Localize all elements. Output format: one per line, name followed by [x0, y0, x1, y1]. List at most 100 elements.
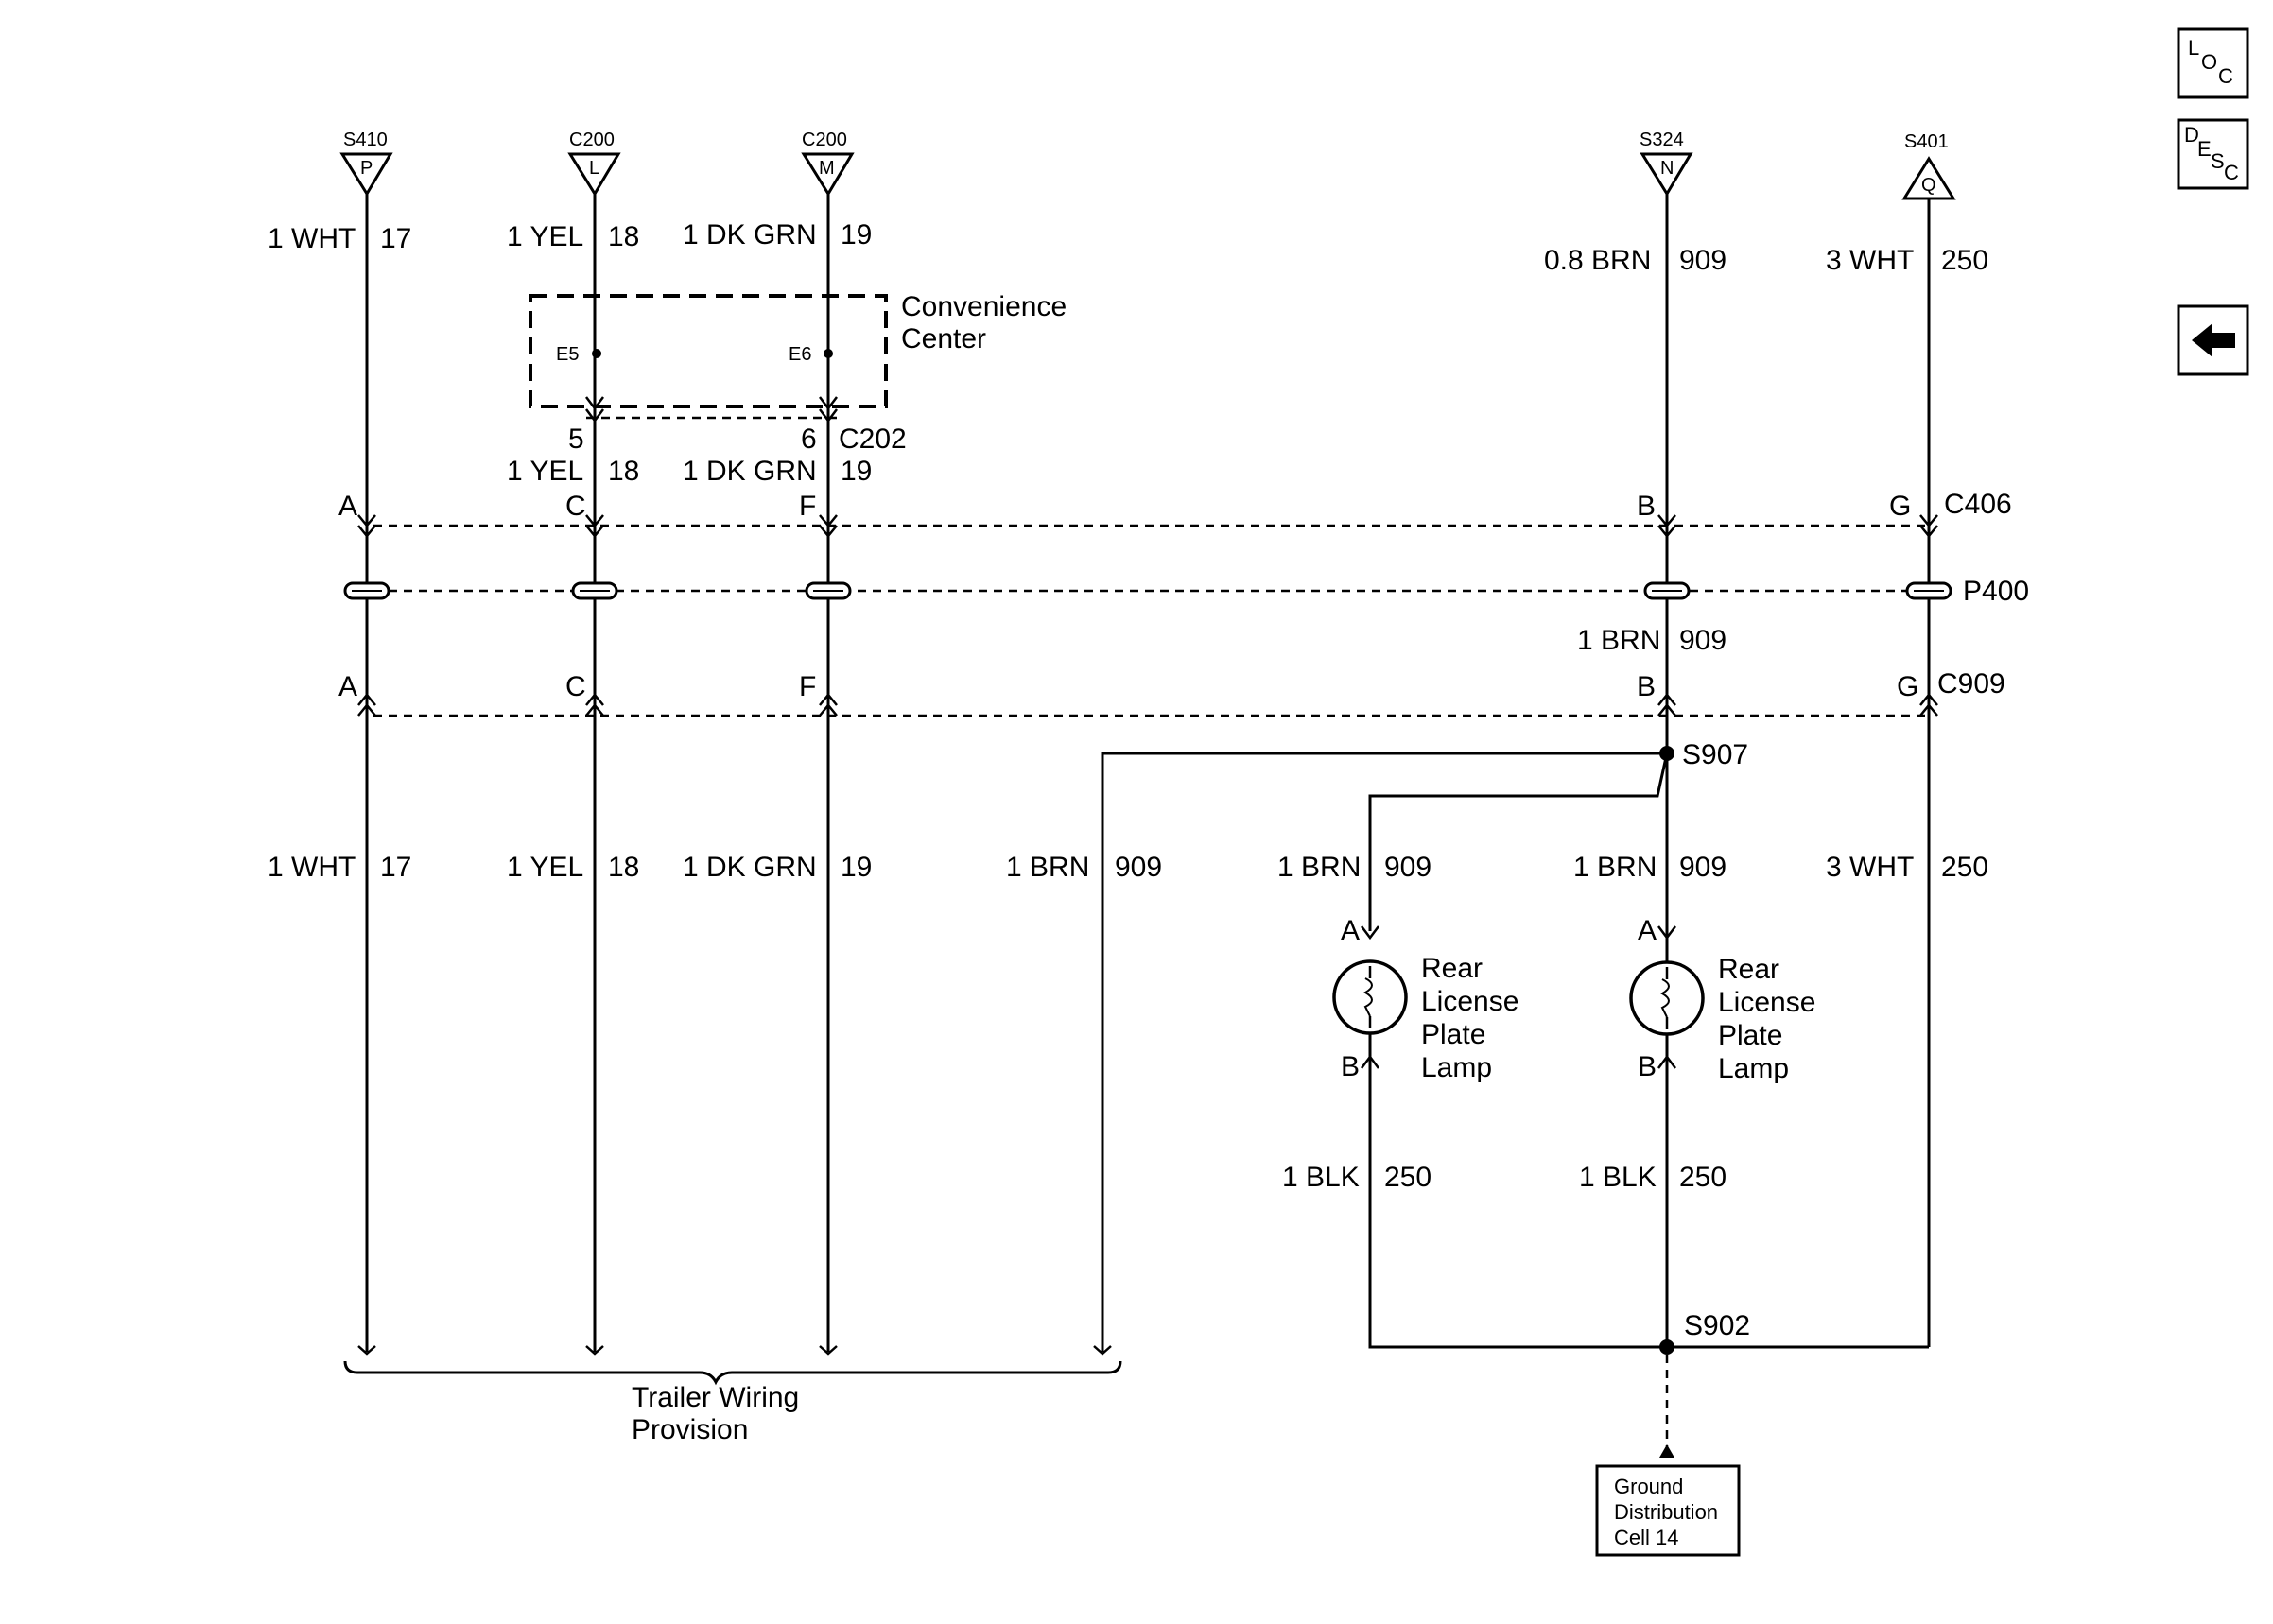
wire-color-label: 1 YEL: [507, 456, 583, 487]
wire-color-label: 0.8 BRN: [1544, 245, 1651, 276]
p400-label: P400: [1963, 576, 2029, 607]
convenience-center-title-2: Center: [901, 323, 986, 354]
wire-color-label: 1 BLK: [1282, 1162, 1360, 1193]
wire-circuit-label: 18: [608, 852, 639, 883]
loc-c: C: [2218, 64, 2233, 88]
wire-circuit-label: 250: [1941, 852, 1988, 883]
source-name: S401: [1904, 131, 1949, 152]
rear-license-plate-lamp-2: A B Rear License Plate Lamp: [1629, 915, 1815, 1084]
source-pin: N: [1660, 158, 1674, 179]
source-name: S410: [343, 130, 388, 150]
wire-circuit-label: 18: [608, 456, 639, 487]
wire-circuit-label: 909: [1679, 625, 1726, 656]
lamp-label: Plate: [1718, 1020, 1782, 1051]
wire-circuit-label: 19: [841, 852, 872, 883]
wire-circuit-label: 909: [1679, 245, 1726, 276]
wire-circuit-label: 17: [380, 852, 411, 883]
desc-s: S: [2211, 149, 2225, 173]
lamp-label: Rear: [1421, 953, 1483, 984]
wire-circuit-label: 18: [608, 221, 639, 252]
wire-circuit-label: 909: [1384, 852, 1431, 883]
pin-e6-label: E6: [789, 344, 811, 365]
left-arrow-icon: [2192, 323, 2235, 357]
trailer-terminations: [357, 1345, 1112, 1356]
back-button[interactable]: [2177, 304, 2249, 376]
wire-circuit-label: 909: [1115, 852, 1162, 883]
desc-d: D: [2184, 123, 2199, 147]
c406-pin: B: [1637, 491, 1656, 522]
connector-marks: [357, 396, 1938, 717]
c406-pin: G: [1889, 491, 1911, 522]
wire-color-label: 1 YEL: [507, 221, 583, 252]
wire-circuit-label: 250: [1384, 1162, 1431, 1193]
source-s401: S401 Q: [1901, 131, 1956, 200]
source-pin: L: [589, 158, 599, 179]
wire-color-label: 1 DK GRN: [683, 456, 817, 487]
wire-color-label: 1 BRN: [1577, 625, 1660, 656]
c909-pin: G: [1897, 671, 1918, 702]
wire-909-trailer: [1101, 752, 1667, 1352]
loc-o: O: [2201, 50, 2217, 74]
splice-s907-dot: [1659, 746, 1674, 761]
source-c200-m: C200 M: [801, 130, 855, 197]
c406-pin: C: [565, 491, 586, 522]
lamp-label: License: [1718, 987, 1815, 1018]
trailer-label-2: Provision: [632, 1414, 748, 1445]
trailer-label: Trailer Wiring: [632, 1382, 799, 1413]
c909-pin: A: [338, 671, 357, 702]
c909-pin: B: [1637, 671, 1656, 702]
wire-circuit-label: 250: [1941, 245, 1988, 276]
wire-color-label: 1 WHT: [268, 852, 356, 883]
source-name: C200: [802, 130, 847, 150]
c406-pin: A: [338, 491, 357, 522]
c202-pin-6: 6: [801, 423, 817, 455]
wire-circuit-label: 19: [841, 219, 872, 251]
loc-button[interactable]: L O C: [2177, 27, 2249, 99]
wire-circuit-label: 19: [841, 456, 872, 487]
wire-color-label: 1 WHT: [268, 223, 356, 254]
wire-color-label: 1 BRN: [1006, 852, 1089, 883]
desc-button[interactable]: D E S C: [2177, 118, 2249, 190]
c406-pin: F: [799, 491, 816, 522]
source-pin: Q: [1921, 175, 1936, 196]
wire-color-label: 1 BRN: [1573, 852, 1657, 883]
source-name: S324: [1640, 130, 1684, 150]
wire-909-lamp1: [1368, 752, 1669, 931]
convenience-center: Convenience Center E5 E6: [529, 291, 1067, 408]
lamp-pin-b: B: [1341, 1051, 1360, 1082]
wire-color-label: 1 DK GRN: [683, 852, 817, 883]
lamp-pin-a: A: [1341, 915, 1360, 946]
wire-blk-lamp1: [1368, 1033, 1929, 1349]
lamp-pin-a: A: [1638, 915, 1657, 946]
splice-s907-label: S907: [1682, 739, 1748, 770]
loc-l: L: [2188, 36, 2199, 60]
rear-license-plate-lamp-1: A B Rear License Plate Lamp: [1332, 915, 1518, 1083]
desc-e: E: [2197, 137, 2212, 161]
wire-color-label: 1 YEL: [507, 852, 583, 883]
desc-c: C: [2224, 161, 2239, 184]
wire-color-label: 3 WHT: [1826, 852, 1914, 883]
ground-box-label: Cell 14: [1614, 1526, 1678, 1549]
source-pin: M: [819, 158, 835, 179]
wire-color-label: 1 DK GRN: [683, 219, 817, 251]
c909-label: C909: [1937, 668, 2005, 700]
source-c200-l: C200 L: [567, 130, 621, 197]
c909-pin: C: [565, 671, 586, 702]
lamp-label: Rear: [1718, 954, 1779, 985]
wire-circuit-label: 17: [380, 223, 411, 254]
c202-label: C202: [839, 423, 907, 455]
wire-circuit-label: 909: [1679, 852, 1726, 883]
pin-e5-label: E5: [556, 344, 579, 365]
splice-s902-dot: [1659, 1339, 1674, 1355]
ground-box-label: Distribution: [1614, 1500, 1718, 1524]
source-name: C200: [569, 130, 615, 150]
lamp-label: Lamp: [1718, 1053, 1789, 1084]
c202-pin-5: 5: [568, 423, 584, 455]
ground-distribution-box[interactable]: Ground Distribution Cell 14: [1595, 1464, 1741, 1557]
c406-label: C406: [1944, 489, 2012, 520]
wire-color-label: 1 BLK: [1579, 1162, 1657, 1193]
wire-color-label: 3 WHT: [1826, 245, 1914, 276]
p400-capsules: [343, 581, 1952, 600]
splice-s902-label: S902: [1684, 1310, 1750, 1341]
